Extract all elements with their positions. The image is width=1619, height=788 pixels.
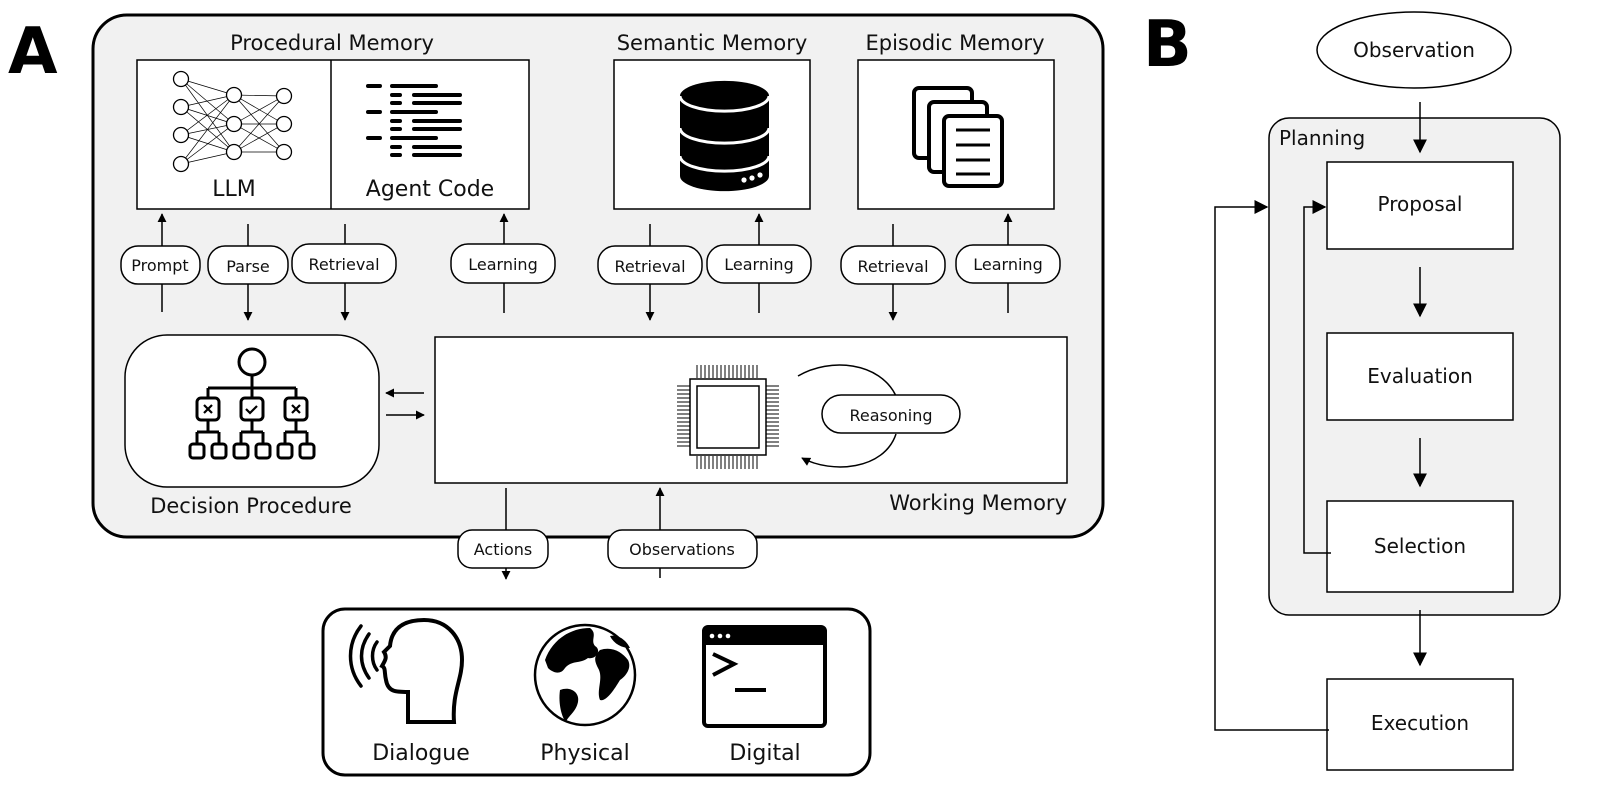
reasoning-pill-label: Reasoning xyxy=(849,406,932,425)
panel-a-label: A xyxy=(8,15,58,89)
physical-label: Physical xyxy=(540,741,630,766)
learning-episodic-pill[interactable]: Learning xyxy=(955,244,1061,284)
reasoning-pill[interactable]: Reasoning xyxy=(821,394,961,434)
reasoning-loop-arrow xyxy=(797,364,897,468)
documents-icon xyxy=(912,86,1004,188)
procedural-memory-title: Procedural Memory xyxy=(230,31,434,55)
observation-node[interactable]: Observation xyxy=(1316,11,1512,89)
learning-episodic-pill-label: Learning xyxy=(973,255,1042,274)
speaking-head-icon xyxy=(348,617,465,724)
selection-step[interactable]: Selection xyxy=(1326,500,1514,593)
retrieval-episodic-pill[interactable]: Retrieval xyxy=(840,245,946,285)
episodic-memory-title: Episodic Memory xyxy=(865,31,1044,55)
learning-procedural-pill[interactable]: Learning xyxy=(450,243,556,284)
retrieval-procedural-pill[interactable]: Retrieval xyxy=(291,243,397,284)
digital-label: Digital xyxy=(729,741,800,766)
learning-semantic-pill[interactable]: Learning xyxy=(706,244,812,284)
parse-pill[interactable]: Parse xyxy=(207,245,289,285)
retrieval-procedural-pill-label: Retrieval xyxy=(308,255,379,274)
database-icon xyxy=(678,80,771,192)
observation-label: Observation xyxy=(1353,38,1475,62)
observations-pill[interactable]: Observations xyxy=(607,529,758,569)
code-icon xyxy=(366,84,462,157)
globe-icon xyxy=(533,623,637,727)
retrieval-semantic-pill[interactable]: Retrieval xyxy=(597,245,703,285)
observations-pill-label: Observations xyxy=(629,540,735,559)
retrieval-episodic-pill-label: Retrieval xyxy=(857,257,928,276)
learning-semantic-pill-label: Learning xyxy=(724,255,793,274)
retrieval-semantic-pill-label: Retrieval xyxy=(614,257,685,276)
decision-procedure-title: Decision Procedure xyxy=(150,494,352,518)
proposal-step[interactable]: Proposal xyxy=(1326,161,1514,250)
procedural-memory-box xyxy=(136,59,530,210)
actions-pill-label: Actions xyxy=(474,540,532,559)
execution-step[interactable]: Execution xyxy=(1326,678,1514,771)
planning-label: Planning xyxy=(1279,126,1365,150)
execution-label: Execution xyxy=(1371,711,1469,735)
prompt-pill[interactable]: Prompt xyxy=(120,245,201,285)
working-memory-box xyxy=(434,336,1068,484)
proposal-label: Proposal xyxy=(1378,192,1463,216)
planning-flow-arrows xyxy=(1214,102,1427,731)
selection-label: Selection xyxy=(1374,534,1466,558)
evaluation-label: Evaluation xyxy=(1367,364,1473,388)
learning-procedural-pill-label: Learning xyxy=(468,255,537,274)
working-memory-title: Working Memory xyxy=(889,491,1067,515)
panel-b-label: B xyxy=(1143,8,1192,82)
decision-tree-icon xyxy=(188,347,316,460)
cpu-chip-icon xyxy=(677,365,779,469)
evaluation-step[interactable]: Evaluation xyxy=(1326,332,1514,421)
dialogue-label: Dialogue xyxy=(372,741,470,766)
parse-pill-label: Parse xyxy=(226,257,270,276)
llm-label: LLM xyxy=(212,177,256,202)
agent-code-label: Agent Code xyxy=(366,177,494,202)
semantic-memory-title: Semantic Memory xyxy=(617,31,808,55)
terminal-icon xyxy=(702,625,827,728)
actions-pill[interactable]: Actions xyxy=(457,529,549,569)
prompt-pill-label: Prompt xyxy=(131,256,188,275)
neural-network-icon xyxy=(172,70,293,173)
